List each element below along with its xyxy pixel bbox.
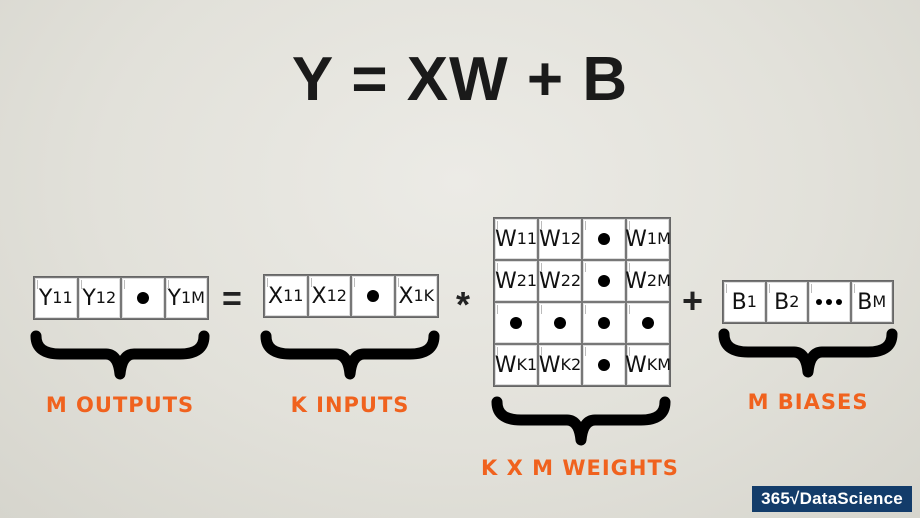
weights-ellipsis-cell xyxy=(582,344,626,386)
dot-icon xyxy=(366,290,379,302)
cell-base: W xyxy=(624,352,647,378)
outputs-label: M OUTPUTS xyxy=(45,393,195,417)
cell-base: B xyxy=(731,289,747,315)
cell-base: Y xyxy=(167,285,181,311)
cell-base: X xyxy=(311,283,327,309)
plus-operator: + xyxy=(682,280,704,321)
equation-title: Y = XW + B xyxy=(291,45,629,114)
outputs-brace xyxy=(30,330,210,380)
dot-icon xyxy=(598,275,610,287)
weights-ellipsis-cell xyxy=(538,302,582,344)
times-operator: * xyxy=(456,284,471,325)
weights-brace xyxy=(491,396,671,446)
dot-icon xyxy=(598,359,610,371)
ellipsis-icon xyxy=(816,299,843,305)
outputs-ellipsis-cell xyxy=(121,277,165,319)
biases-ellipsis-cell xyxy=(808,281,851,323)
equals-operator: = xyxy=(222,280,242,318)
cell-base: W xyxy=(494,226,517,252)
dot-icon xyxy=(642,317,654,329)
weights-ellipsis-cell xyxy=(582,302,626,344)
weights-ellipsis-cell xyxy=(582,218,626,260)
cell-base: W xyxy=(538,268,561,294)
weights-ellipsis-cell xyxy=(582,260,626,302)
weights-ellipsis-cell xyxy=(494,302,538,344)
cell-base: W xyxy=(494,268,517,294)
dot-icon xyxy=(554,317,566,329)
weights-label: K X M WEIGHTS xyxy=(481,456,679,480)
inputs-label: K INPUTS xyxy=(290,393,410,417)
cell-base: X xyxy=(268,283,284,309)
cell-base: Y xyxy=(38,285,53,311)
weights-ellipsis-cell xyxy=(626,302,670,344)
inputs-ellipsis-cell xyxy=(351,275,395,317)
cell-base: W xyxy=(625,268,647,294)
cell-base: Y xyxy=(82,285,96,311)
biases-brace xyxy=(718,328,898,378)
cell-base: W xyxy=(538,226,561,252)
biases-label: M BIASES xyxy=(747,390,869,414)
dot-icon xyxy=(510,317,522,329)
cell-base: B xyxy=(774,289,790,315)
cell-base: W xyxy=(494,352,517,378)
cell-base: B xyxy=(857,289,873,315)
cell-base: X xyxy=(398,283,414,309)
brand-logo: 365√DataScience xyxy=(752,486,912,512)
cell-base: W xyxy=(625,226,647,252)
inputs-brace xyxy=(260,330,440,380)
dot-icon xyxy=(136,292,149,304)
cell-base: W xyxy=(538,352,561,378)
dot-icon xyxy=(598,233,610,245)
dot-icon xyxy=(598,317,610,329)
